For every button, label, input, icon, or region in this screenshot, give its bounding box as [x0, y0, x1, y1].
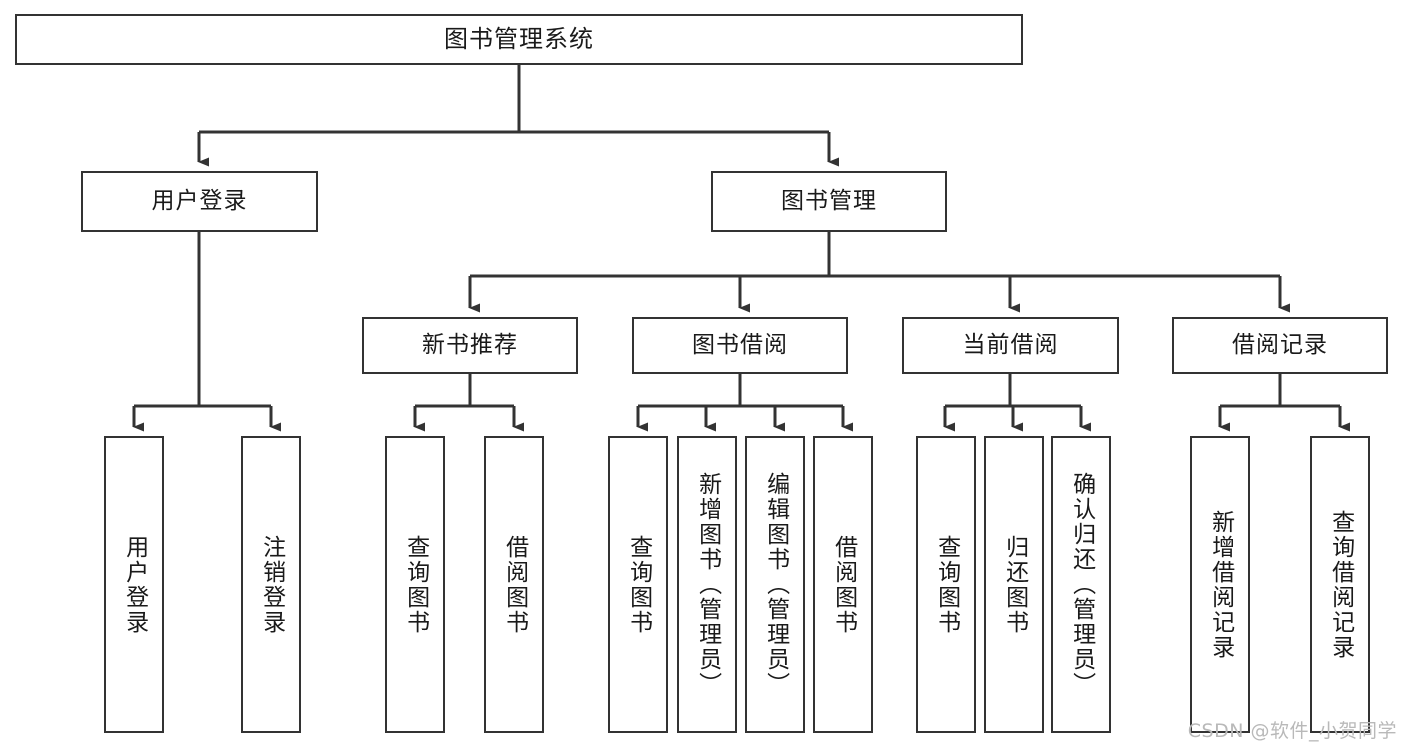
node-leaf-borrow-book-recommend[interactable]: 借阅图书: [484, 436, 544, 733]
leaf-label: 编辑图书（管理员）: [762, 472, 789, 697]
leaf-label: 确认归还（管理员）: [1068, 472, 1095, 697]
node-new-book-recommend[interactable]: 新书推荐: [362, 317, 578, 374]
node-current-borrow[interactable]: 当前借阅: [902, 317, 1119, 374]
leaf-label: 查询借阅记录: [1327, 509, 1354, 660]
node-leaf-confirm-return[interactable]: 确认归还（管理员）: [1051, 436, 1111, 733]
leaf-label: 归还图书: [1001, 534, 1028, 635]
node-book-manage[interactable]: 图书管理: [711, 171, 947, 232]
node-root-book-management-system[interactable]: 图书管理系统: [15, 14, 1023, 65]
node-leaf-return-book[interactable]: 归还图书: [984, 436, 1044, 733]
node-leaf-query-book-recommend[interactable]: 查询图书: [385, 436, 445, 733]
node-leaf-user-login[interactable]: 用户登录: [104, 436, 164, 733]
node-leaf-borrow-book[interactable]: 借阅图书: [813, 436, 873, 733]
leaf-label: 注销登录: [258, 534, 285, 635]
node-leaf-query-book-borrow[interactable]: 查询图书: [608, 436, 668, 733]
leaf-label: 用户登录: [121, 534, 148, 635]
node-leaf-query-book-current[interactable]: 查询图书: [916, 436, 976, 733]
node-leaf-user-logout[interactable]: 注销登录: [241, 436, 301, 733]
leaf-label: 借阅图书: [501, 534, 528, 635]
node-book-borrow[interactable]: 图书借阅: [632, 317, 848, 374]
node-leaf-add-borrow-record[interactable]: 新增借阅记录: [1190, 436, 1250, 733]
node-leaf-query-borrow-record[interactable]: 查询借阅记录: [1310, 436, 1370, 733]
leaf-label: 新增借阅记录: [1207, 509, 1234, 660]
leaf-label: 新增图书（管理员）: [694, 472, 721, 697]
node-leaf-edit-book[interactable]: 编辑图书（管理员）: [745, 436, 805, 733]
watermark-text: CSDN @软件_小贺同学: [1187, 720, 1397, 742]
node-leaf-add-book[interactable]: 新增图书（管理员）: [677, 436, 737, 733]
node-user-login[interactable]: 用户登录: [81, 171, 318, 232]
leaf-label: 借阅图书: [830, 534, 857, 635]
leaf-label: 查询图书: [933, 534, 960, 635]
node-borrow-record[interactable]: 借阅记录: [1172, 317, 1388, 374]
leaf-label: 查询图书: [402, 534, 429, 635]
leaf-label: 查询图书: [625, 534, 652, 635]
